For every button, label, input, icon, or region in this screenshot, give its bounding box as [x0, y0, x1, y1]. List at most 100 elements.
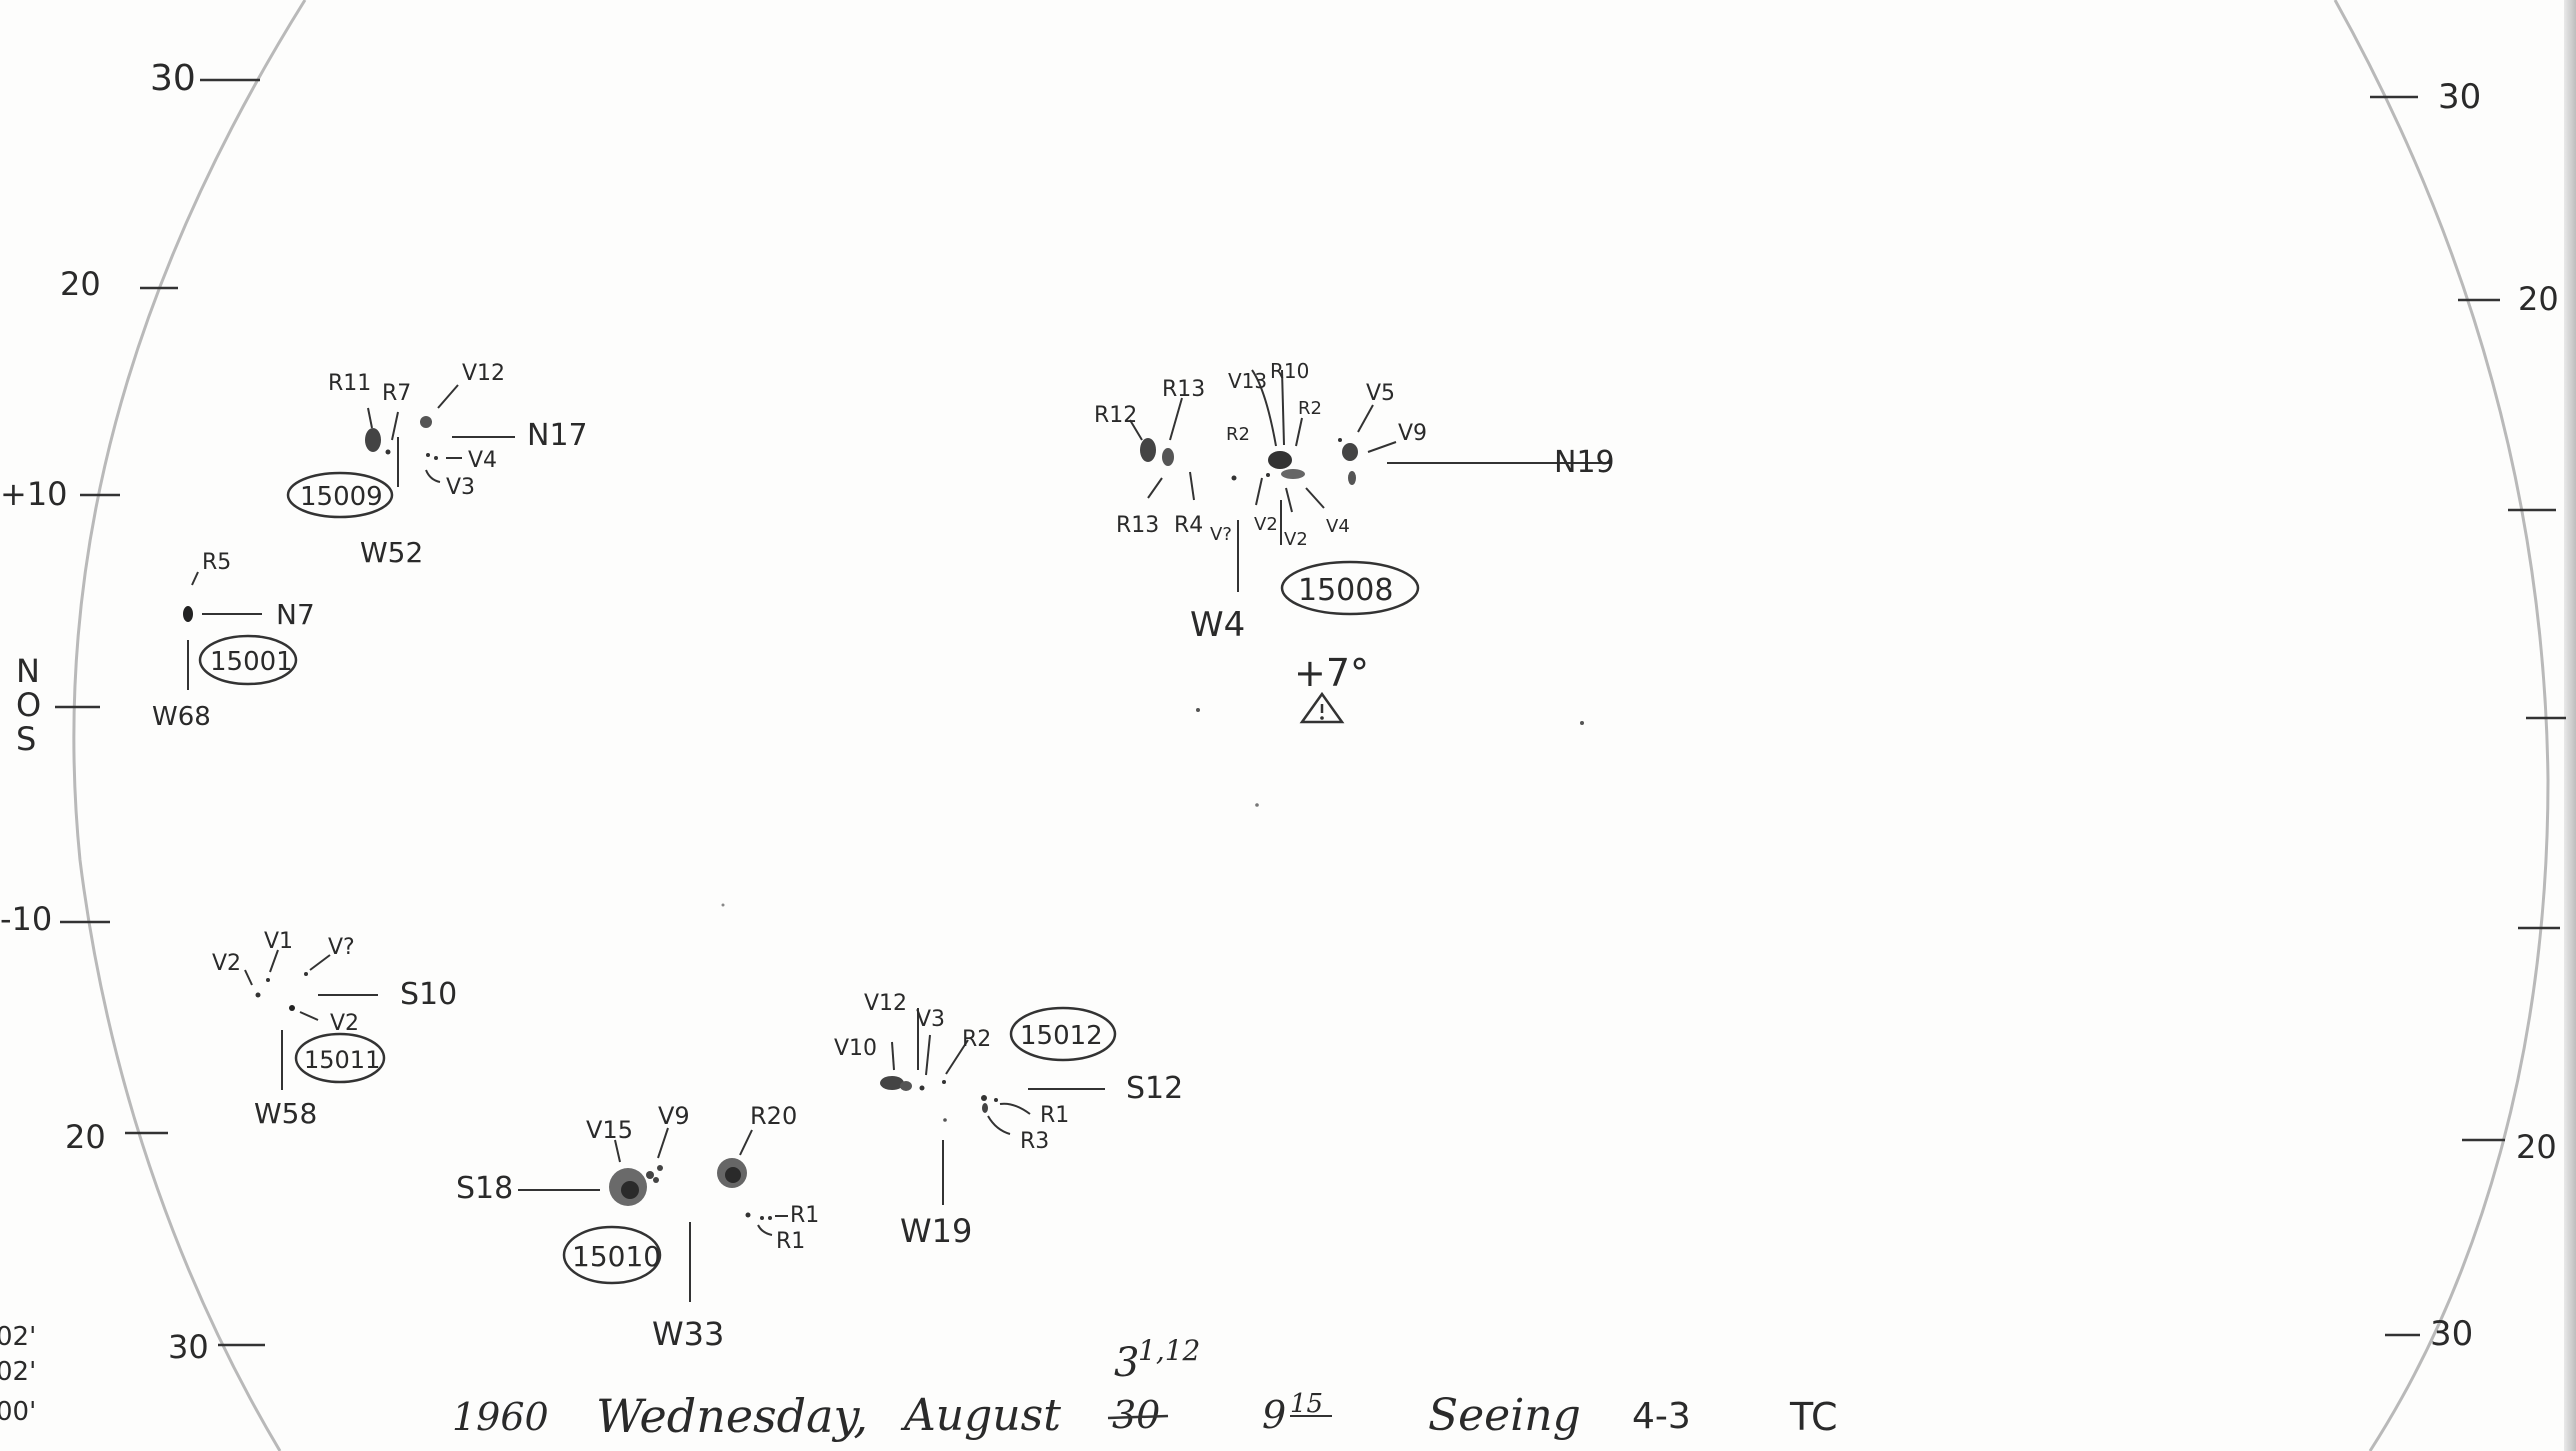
- latitude-s18: S18: [456, 1171, 513, 1206]
- spot-dot: [760, 1216, 764, 1220]
- equator-o: O: [16, 686, 41, 724]
- sunspot-group-15008: R12 R13 V13 R10 R2 V5 V9 R2 R13 R4 V? V2…: [1094, 359, 1615, 712]
- equator-s: S: [16, 720, 36, 758]
- footer-time-minutes: 15: [1290, 1389, 1323, 1419]
- label-v2-bottom: V2: [330, 1011, 359, 1036]
- label-r3: R3: [1020, 1129, 1049, 1154]
- scale-left-minus10: -10: [0, 900, 52, 938]
- latitude-n19: N19: [1554, 445, 1615, 480]
- label-v4: V4: [468, 448, 497, 473]
- group-number-15011: 15011: [304, 1046, 380, 1074]
- spot-dot: [1580, 721, 1584, 725]
- sunspot-group-15011: V2 V1 V? V2 S10 15011 W58: [212, 929, 457, 1130]
- latitude-s10: S10: [400, 977, 457, 1012]
- label-r11: R11: [328, 371, 371, 396]
- latitude-n7: N7: [276, 598, 315, 631]
- latitude-s12: S12: [1126, 1071, 1183, 1106]
- label-v-query: V?: [328, 935, 355, 960]
- label-r5: R5: [202, 550, 231, 575]
- sunspot-group-15012: V12 V10 V3 R2 R1 R3 S12 15012 W19: [834, 991, 1183, 1250]
- position-w4: W4: [1190, 605, 1245, 645]
- label-r1: R1: [1040, 1103, 1069, 1128]
- scale-right-20-bottom: 20: [2516, 1128, 2557, 1166]
- right-latitude-scale: [2370, 95, 2566, 1337]
- spot-umbra: [1162, 448, 1174, 466]
- latitude-n17: N17: [527, 418, 588, 453]
- spot-umbra: [183, 606, 193, 622]
- spot-small: [420, 416, 432, 428]
- group-number-oval: [1280, 560, 1420, 616]
- position-w33: W33: [652, 1315, 724, 1353]
- scale-left-30-top: 30: [150, 58, 196, 99]
- label-r7: R7: [382, 381, 411, 406]
- label-r1-lower: R1: [776, 1229, 805, 1254]
- spot-dot: [1255, 803, 1259, 807]
- footer-day-corrected: 3: [1114, 1340, 1139, 1386]
- label-v4: V4: [1326, 516, 1350, 537]
- strikethrough-line: [1107, 1414, 1169, 1420]
- label-v5: V5: [1366, 381, 1395, 406]
- warning-triangle-icon: [1299, 691, 1345, 724]
- label-v13: V13: [1228, 369, 1267, 393]
- spot-umbra: [621, 1181, 639, 1199]
- observation-footer: 1960 Wednesday, August 30 3 1,12 9 15 Se…: [452, 1334, 1838, 1443]
- margin-value-2: 02': [0, 1357, 36, 1387]
- label-r13-top: R13: [1162, 377, 1205, 402]
- margin-value-3: 00': [0, 1397, 36, 1427]
- position-w58: W58: [254, 1097, 317, 1130]
- scale-right-30-top: 30: [2438, 77, 2481, 117]
- group-number-15009: 15009: [300, 482, 383, 512]
- spot-dot: [385, 449, 391, 455]
- spot-dot: [942, 1080, 946, 1084]
- spot-dot: [255, 992, 261, 998]
- scale-right-20-top: 20: [2518, 280, 2559, 318]
- spot-dot: [943, 1118, 947, 1122]
- label-v15: V15: [586, 1116, 633, 1144]
- footer-weekday: Wednesday,: [596, 1389, 868, 1443]
- label-v12: V12: [864, 991, 907, 1016]
- scale-left-20-bottom: 20: [65, 1118, 106, 1156]
- label-r12: R12: [1094, 403, 1137, 428]
- group-number-15008: 15008: [1298, 573, 1393, 608]
- spot-umbra: [1268, 451, 1292, 469]
- label-v2-a: V2: [1254, 514, 1278, 535]
- equator-n: N: [16, 652, 40, 690]
- spot-dot: [1338, 438, 1342, 442]
- footer-year: 1960: [452, 1395, 549, 1439]
- footer-time-hour: 9: [1262, 1393, 1286, 1437]
- spot-umbra: [725, 1167, 741, 1183]
- scale-left-20-top: 20: [60, 265, 101, 303]
- group-number-oval: [198, 634, 298, 686]
- spot-small: [657, 1165, 663, 1171]
- group-number-oval: [1009, 1006, 1117, 1062]
- spot-dot: [981, 1095, 987, 1101]
- spot-dot: [768, 1216, 772, 1220]
- label-r4: R4: [1174, 513, 1203, 538]
- spot-dot: [304, 972, 308, 976]
- spot-umbra: [1140, 438, 1156, 462]
- paper-edge: [2564, 0, 2576, 1451]
- footer-seeing-value: 4-3: [1632, 1396, 1691, 1437]
- label-r10: R10: [1270, 359, 1309, 383]
- group-number-15012: 15012: [1020, 1021, 1103, 1051]
- label-v12: V12: [462, 361, 505, 386]
- footer-seeing-label: Seeing: [1428, 1390, 1581, 1441]
- footer-month: August: [900, 1390, 1061, 1441]
- spot-dot: [434, 456, 438, 460]
- label-v2-top: V2: [212, 951, 241, 976]
- spot-dot: [1231, 475, 1237, 481]
- group-number-oval: [294, 1032, 386, 1084]
- label-r20: R20: [750, 1102, 797, 1130]
- label-v3: V3: [916, 1007, 945, 1032]
- solar-limb-right: [2333, 0, 2550, 1451]
- label-r2: R2: [962, 1027, 991, 1052]
- sunspot-group-15001: R5 N7 15001 W68: [152, 550, 315, 732]
- spot-dot: [745, 1212, 751, 1218]
- scale-right-30-bottom: 30: [2430, 1314, 2473, 1354]
- spot-dot: [1266, 473, 1270, 477]
- label-r2-left: R2: [1226, 424, 1250, 445]
- margin-value-1: 02': [0, 1322, 36, 1352]
- label-v10: V10: [834, 1036, 877, 1061]
